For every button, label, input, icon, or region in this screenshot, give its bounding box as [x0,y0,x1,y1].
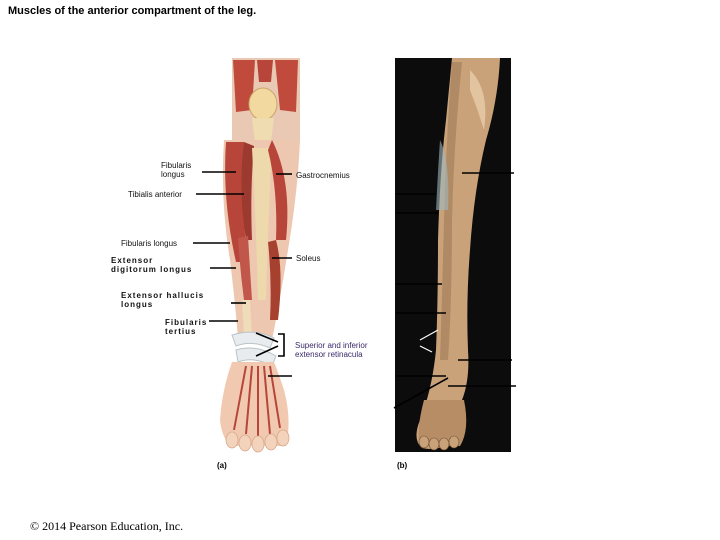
label-retinacula: Superior and inferior extensor retinacul… [295,341,368,359]
panel-b-white-leaders [419,329,439,353]
copyright-notice: © 2014 Pearson Education, Inc. [30,519,184,533]
extensor-digitorum-muscle [238,236,252,300]
soleus-muscle [268,240,281,320]
quadriceps-center [257,60,273,82]
panel-a-leader-lines [193,171,292,377]
toes [225,429,290,453]
panel-b-leader-lines [393,172,516,409]
fibularis-longus-muscle [241,142,254,240]
quadriceps-right [275,60,298,112]
page-title: Muscles of the anterior compartment of t… [8,5,257,17]
cadaver-highlight [470,70,486,130]
cadaver-toes [418,435,460,451]
foot [220,362,289,446]
panel-label-a: (a) [217,461,227,470]
panel-b-photo [395,58,511,452]
label-fibularis-longus: Fibularis longus [121,239,178,248]
cadaver-foot [418,400,467,446]
cadaver-shadow [440,62,462,360]
label-fibularis-longus-top: Fibularis longus [161,161,192,179]
label-tibialis-anterior: Tibialis anterior [128,190,182,199]
label-extensor-digitorum-longus: Extensor digitorum longus [111,256,193,274]
panel-a-illustration [220,58,300,453]
label-fibularis-tertius: Fibularis tertius [165,318,208,336]
foot-tendons [233,365,281,436]
label-gastrocnemius: Gastrocnemius [296,171,350,180]
tibia-shaft [252,148,272,300]
cadaver-fascia [436,140,449,210]
label-extensor-hallucis-longus: Extensor hallucis longus [121,291,205,309]
cadaver-leg [416,58,500,449]
panel-label-b: (b) [397,461,408,470]
gastrocnemius-muscle [268,140,288,240]
label-soleus: Soleus [296,254,321,263]
tendon-band [242,300,252,338]
patella [248,87,278,121]
